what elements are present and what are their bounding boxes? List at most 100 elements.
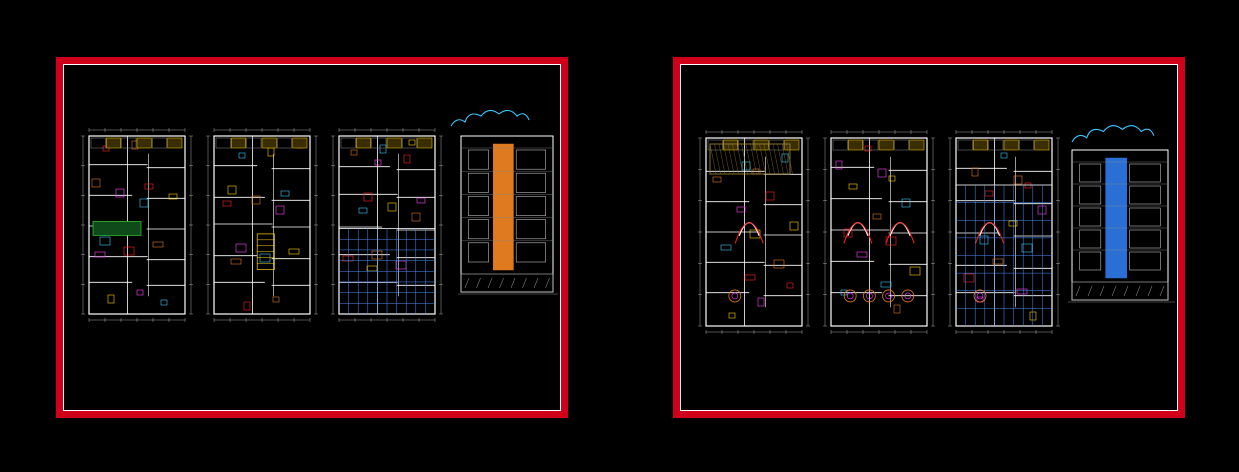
terrace-hatch-line [759,143,766,175]
hatch [545,277,550,289]
furniture [411,212,421,222]
furniture [238,152,246,159]
fixture-block [738,139,754,151]
garden-area [92,221,142,236]
drawing-sheet-right [673,57,1185,418]
fixture-block [878,139,894,151]
drawing-sheet-left [56,57,568,418]
terrace-hatch-line [781,143,789,175]
arch [979,222,1001,236]
hatch [533,277,539,289]
window [515,242,546,263]
window [468,149,489,170]
window [1129,251,1161,271]
cloud-icon [450,109,530,127]
furniture [893,304,901,314]
window [1079,185,1102,205]
furniture [152,241,164,248]
window [515,196,546,216]
terrace-hatch-line [709,143,717,175]
furniture [786,282,794,289]
fixture-block [1003,139,1019,151]
furniture [275,205,285,215]
dining-table-center [885,292,892,300]
floor-plan-outline [88,135,186,315]
furniture [342,255,354,262]
terrace-hatch-line [768,143,775,175]
fixture-block [894,139,909,151]
furniture [864,145,872,152]
furniture [416,197,426,204]
furniture [728,312,736,319]
fixture-block [863,139,879,151]
furniture [909,266,921,276]
furniture [1008,220,1018,227]
furniture [979,235,989,245]
hatch [499,277,504,289]
elevation-facade [492,143,514,271]
hatch [1087,285,1093,297]
furniture [877,168,887,178]
terrace-hatch-line [754,143,762,175]
fixture-block [402,137,417,149]
dining-table [882,289,896,303]
window [468,219,489,240]
sheet-left-border [63,64,561,411]
terrace-hatch-line [750,143,757,175]
window [1129,207,1161,227]
furniture [99,236,111,246]
arch [738,222,760,236]
hatch [476,277,481,289]
furniture [765,191,775,201]
fixture-block [246,137,262,149]
fixture-block [417,137,433,149]
furniture [872,213,882,220]
terrace-hatch [709,143,791,175]
fixture-block [152,137,167,149]
fixture-block [707,139,723,151]
fixture-block [957,139,973,151]
terrace-hatch-line [745,143,753,175]
furniture [744,274,756,281]
furniture [91,178,101,188]
furniture [1037,205,1047,215]
furniture [102,145,110,152]
furniture [403,154,411,164]
furniture [781,153,789,163]
fixture-block [261,137,277,149]
window [1129,229,1161,249]
hatch [1111,285,1117,297]
furniture [288,248,300,255]
furniture [168,193,178,200]
window [1079,163,1102,183]
furniture [1000,152,1008,159]
ground-floor [460,273,554,293]
furniture [363,192,373,202]
arch-outline [975,222,1005,244]
arch [847,222,869,236]
furniture [856,251,868,258]
window [1129,185,1161,205]
hatch [1123,285,1129,297]
furniture [160,299,168,306]
fixture-block [769,139,784,151]
fixture-block [1019,139,1034,151]
dining-table [862,289,876,303]
fixture-block [832,139,848,151]
floor-plan-outline [213,135,311,315]
furniture [901,198,911,208]
furniture [115,188,125,198]
furniture [843,228,853,238]
terrace-hatch-line [718,143,726,175]
terrace-hatch-line [727,143,735,175]
fixture-block [386,137,402,149]
furniture [741,161,751,171]
hatch [1135,285,1141,297]
terrace-hatch-line [741,143,748,175]
hatch [1147,285,1153,297]
hatch [522,277,527,289]
furniture [736,206,746,213]
fixture-block [292,137,308,149]
terrace-hatch-line [736,143,744,175]
window [468,242,489,263]
